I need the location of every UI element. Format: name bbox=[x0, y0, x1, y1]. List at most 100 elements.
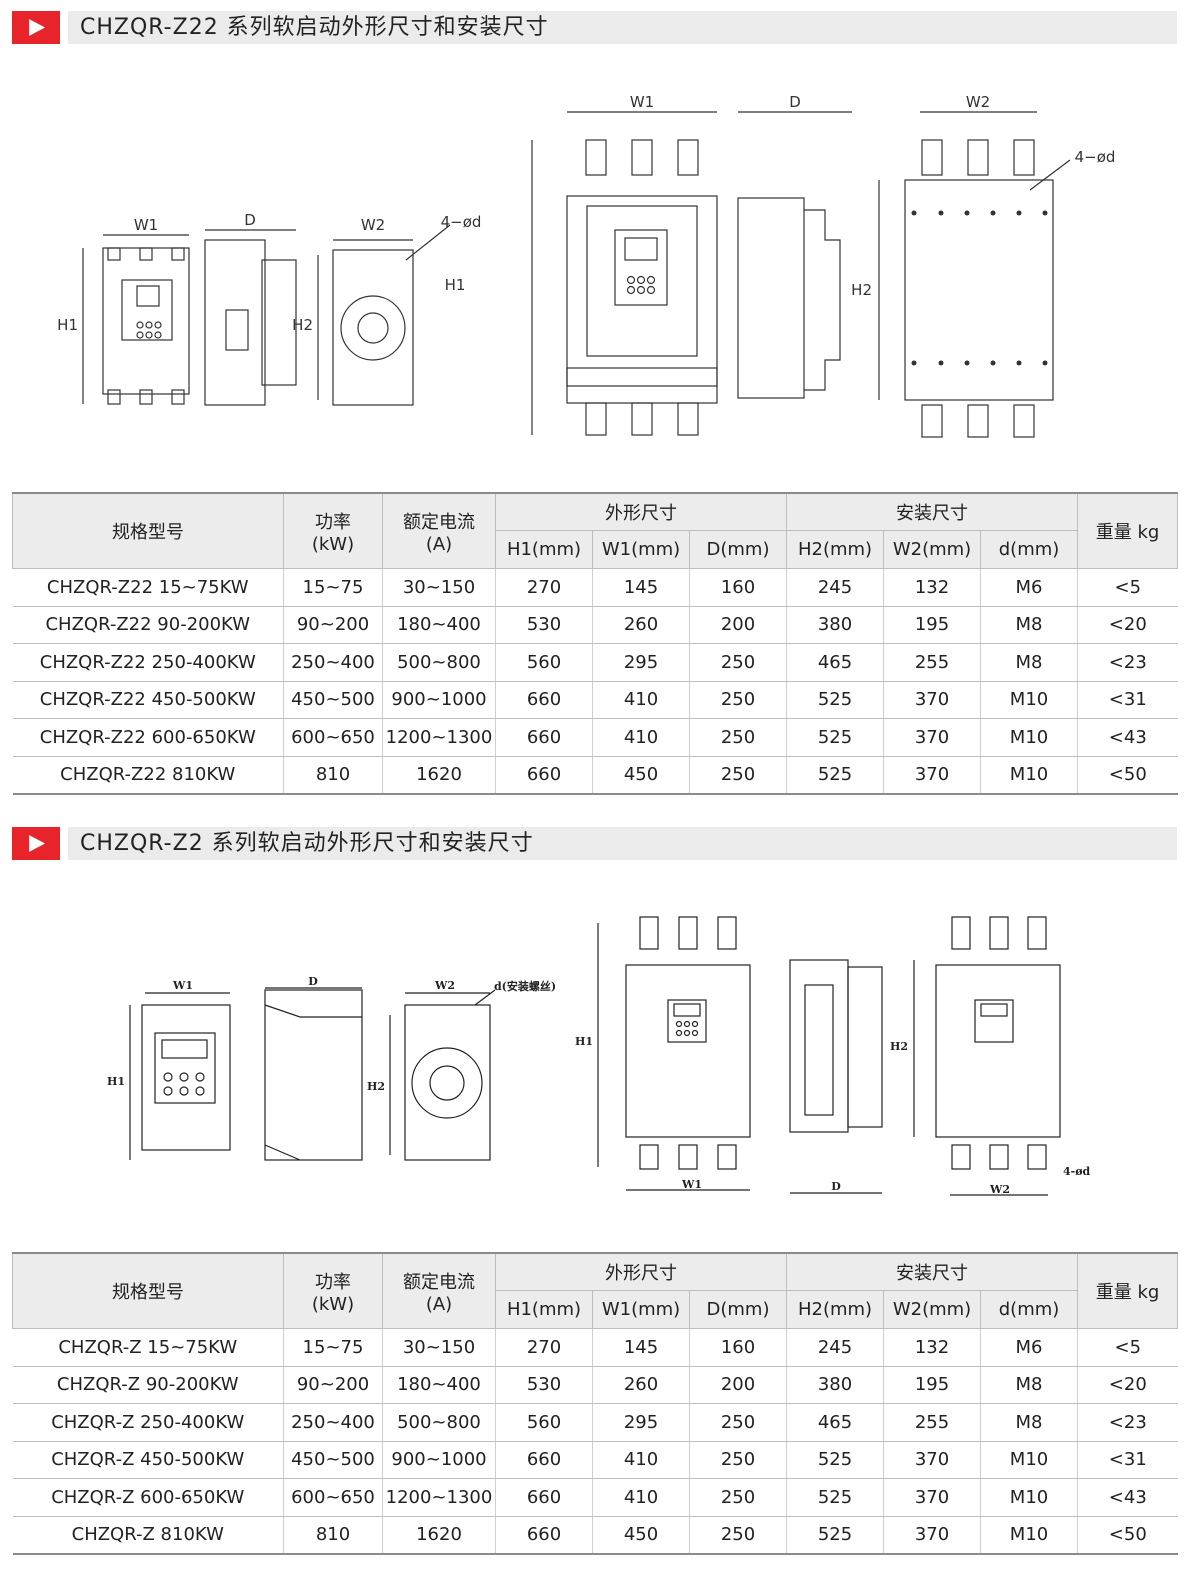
title-bar: CHZQR-Z2 系列软启动外形尺寸和安装尺寸 bbox=[68, 827, 1177, 860]
cell-w2: 370 bbox=[883, 1478, 981, 1517]
cell-dd: M10 bbox=[980, 680, 1078, 719]
cell-power: 15~75 bbox=[283, 1328, 383, 1367]
cell-model: CHZQR-Z22 90-200KW bbox=[12, 605, 284, 644]
cell-weight: <23 bbox=[1077, 643, 1178, 682]
cell-dd: M8 bbox=[980, 1403, 1078, 1442]
cell-h2: 525 bbox=[786, 1515, 884, 1555]
cell-h1: 560 bbox=[495, 643, 593, 682]
label-w2-small: W2 bbox=[434, 979, 455, 992]
cell-model: CHZQR-Z22 250-400KW bbox=[12, 643, 284, 682]
label-h1-large: H1 bbox=[575, 1035, 593, 1048]
cell-w2: 370 bbox=[883, 1515, 981, 1555]
header-current: 额定电流(A) bbox=[382, 1252, 496, 1329]
cell-w1: 145 bbox=[592, 568, 690, 607]
cell-w2: 132 bbox=[883, 1328, 981, 1367]
cell-w1: 295 bbox=[592, 643, 690, 682]
label-h2-small: H2 bbox=[292, 316, 313, 334]
cell-power: 15~75 bbox=[283, 568, 383, 607]
cell-h1: 660 bbox=[495, 718, 593, 757]
label-h1-small: H1 bbox=[57, 316, 78, 334]
cell-w1: 410 bbox=[592, 1478, 690, 1517]
cell-w2: 370 bbox=[883, 718, 981, 757]
label-h2-large: H2 bbox=[890, 1040, 908, 1053]
section-z22: CHZQR-Z22 系列软启动外形尺寸和安装尺寸 bbox=[12, 11, 1179, 795]
cell-model: CHZQR-Z 450-500KW bbox=[12, 1440, 284, 1479]
section-header: CHZQR-Z2 系列软启动外形尺寸和安装尺寸 bbox=[12, 827, 1177, 860]
header-h2: H2(mm) bbox=[786, 1290, 885, 1329]
cell-w1: 260 bbox=[592, 1365, 690, 1404]
cell-weight: <20 bbox=[1077, 1365, 1178, 1404]
label-h1b-small: H1 bbox=[445, 276, 466, 294]
cell-power: 250~400 bbox=[283, 1403, 383, 1442]
cell-h1: 270 bbox=[495, 568, 593, 607]
header-model: 规格型号 bbox=[12, 1252, 284, 1329]
cell-d: 250 bbox=[688, 1440, 787, 1479]
title-bar: CHZQR-Z22 系列软启动外形尺寸和安装尺寸 bbox=[68, 11, 1177, 44]
cell-h2: 465 bbox=[786, 1403, 884, 1442]
dimension-drawing-z22: W1 D W2 4−ød H1 H2 H1 W1 D W2 4−ød H2 bbox=[57, 93, 1116, 438]
header-install-dimensions: 安装尺寸 bbox=[786, 492, 1079, 531]
cell-w2: 255 bbox=[883, 1403, 981, 1442]
cell-model: CHZQR-Z22 600-650KW bbox=[12, 718, 284, 757]
label-w1-large: W1 bbox=[681, 1178, 702, 1191]
cell-current: 500~800 bbox=[382, 1403, 496, 1442]
label-d-small: D bbox=[244, 211, 256, 229]
label-h1-small: H1 bbox=[107, 1075, 125, 1088]
dimension-drawing-z2: W1 D W2 d(安装螺丝) H1 H2 W1 D W2 4-ød H1 H2 bbox=[107, 916, 1091, 1196]
cell-h2: 525 bbox=[786, 680, 884, 719]
cell-w1: 410 bbox=[592, 680, 690, 719]
cell-dd: M10 bbox=[980, 718, 1078, 757]
cell-weight: <5 bbox=[1077, 568, 1178, 607]
cell-w1: 260 bbox=[592, 605, 690, 644]
cell-current: 180~400 bbox=[382, 605, 496, 644]
cell-w2: 370 bbox=[883, 1440, 981, 1479]
cell-power: 90~200 bbox=[283, 1365, 383, 1404]
cell-dd: M8 bbox=[980, 1365, 1078, 1404]
header-install-dimensions: 安装尺寸 bbox=[786, 1252, 1079, 1291]
cell-weight: <43 bbox=[1077, 1478, 1178, 1517]
red-arrow-icon bbox=[12, 11, 60, 44]
cell-power: 90~200 bbox=[283, 605, 383, 644]
cell-current: 180~400 bbox=[382, 1365, 496, 1404]
label-d-large: D bbox=[831, 1180, 841, 1193]
cell-model: CHZQR-Z22 15~75KW bbox=[12, 568, 284, 607]
cell-w2: 195 bbox=[883, 605, 981, 644]
cell-h1: 530 bbox=[495, 605, 593, 644]
cell-d: 250 bbox=[688, 1403, 787, 1442]
cell-current: 900~1000 bbox=[382, 1440, 496, 1479]
cell-h1: 270 bbox=[495, 1328, 593, 1367]
header-d: D(mm) bbox=[688, 530, 788, 569]
header-w2: W2(mm) bbox=[883, 1290, 982, 1329]
cell-w2: 132 bbox=[883, 568, 981, 607]
cell-d: 250 bbox=[688, 1478, 787, 1517]
header-w2: W2(mm) bbox=[883, 530, 982, 569]
cell-model: CHZQR-Z 810KW bbox=[12, 1515, 284, 1555]
cell-power: 450~500 bbox=[283, 680, 383, 719]
cell-w2: 370 bbox=[883, 680, 981, 719]
label-hole-large: 4−ød bbox=[1075, 148, 1116, 166]
header-h2: H2(mm) bbox=[786, 530, 885, 569]
cell-d: 160 bbox=[688, 568, 787, 607]
label-w1-small: W1 bbox=[172, 979, 193, 992]
header-weight: 重量 kg bbox=[1077, 492, 1179, 569]
section-z2: CHZQR-Z2 系列软启动外形尺寸和安装尺寸 bbox=[0, 800, 1200, 1584]
label-w2-small: W2 bbox=[361, 216, 385, 234]
section-header: CHZQR-Z22 系列软启动外形尺寸和安装尺寸 bbox=[12, 11, 1177, 44]
cell-power: 250~400 bbox=[283, 643, 383, 682]
cell-current: 900~1000 bbox=[382, 680, 496, 719]
cell-current: 1200~1300 bbox=[382, 1478, 496, 1517]
cell-h2: 525 bbox=[786, 755, 884, 795]
label-hole-small: 4−ød bbox=[441, 213, 482, 231]
cell-model: CHZQR-Z 90-200KW bbox=[12, 1365, 284, 1404]
cell-current: 1200~1300 bbox=[382, 718, 496, 757]
cell-model: CHZQR-Z22 810KW bbox=[12, 755, 284, 795]
cell-d: 250 bbox=[688, 643, 787, 682]
cell-dd: M10 bbox=[980, 1478, 1078, 1517]
header-h1: H1(mm) bbox=[495, 1290, 593, 1329]
